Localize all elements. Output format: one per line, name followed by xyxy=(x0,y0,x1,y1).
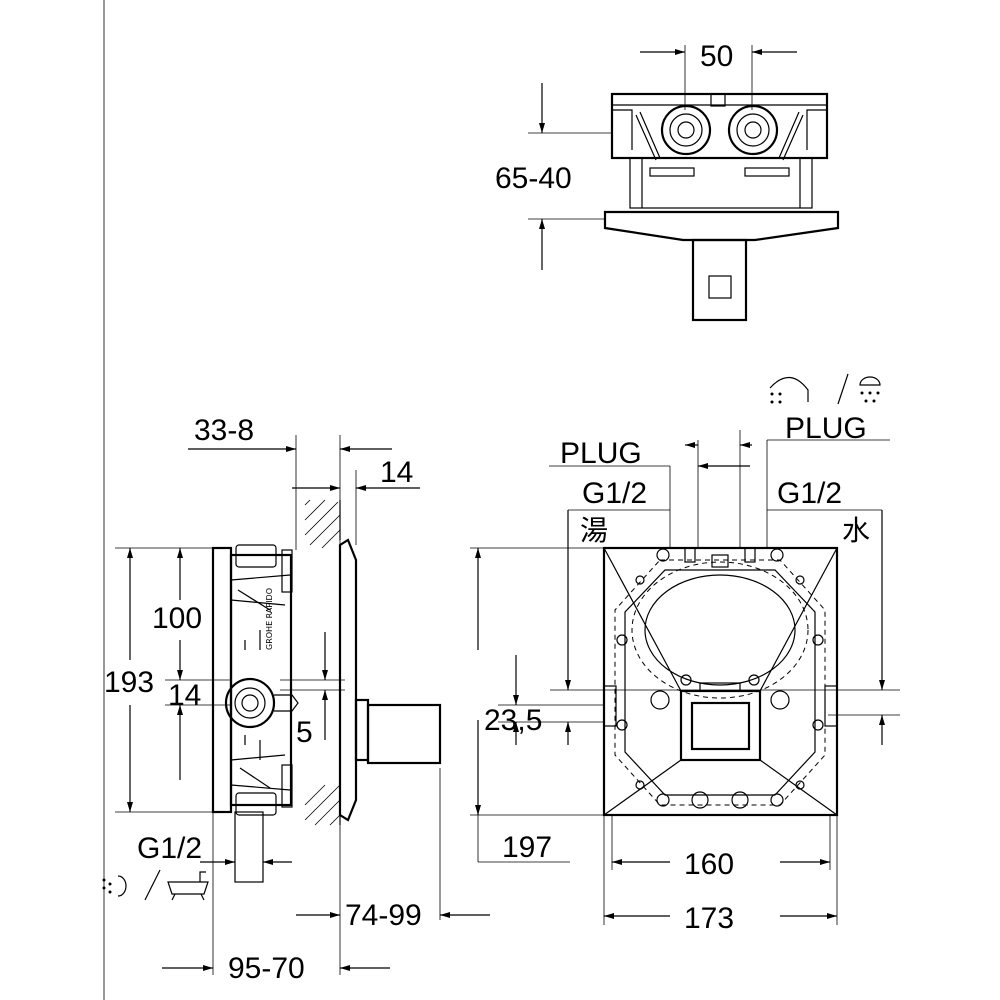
thread-left-label: G1/2 xyxy=(582,477,647,510)
top-width-label: 50 xyxy=(700,40,733,73)
top-depth-label: 65-40 xyxy=(495,162,572,195)
side-view: 33-8 14 193 100 14 5 xyxy=(102,414,490,985)
bathtub-icon xyxy=(167,871,209,901)
plug-left-label: PLUG xyxy=(560,437,642,470)
front-view: PLUG PLUG G1/2 G1/2 湯 水 23,5 xyxy=(470,373,900,935)
side-height-label: 193 xyxy=(104,666,154,699)
front-height-label: 197 xyxy=(502,831,552,864)
cold-water-label: 水 xyxy=(842,514,870,547)
outer-width-label: 173 xyxy=(684,902,734,935)
top-view: 50 65-40 xyxy=(495,40,840,322)
plug-right-label: PLUG xyxy=(785,412,867,445)
side-thread-label: G1/2 xyxy=(137,832,202,865)
overhead-shower-icon xyxy=(769,376,809,404)
hot-water-label: 湯 xyxy=(580,514,608,547)
side-plate-text: GROHE RAPIDO xyxy=(265,588,274,650)
center-offset-label: 23,5 xyxy=(484,704,542,737)
hand-shower-icon xyxy=(102,875,127,897)
side-small-offset-label: 5 xyxy=(296,716,313,749)
mounting-holes xyxy=(616,548,824,809)
thread-right-label: G1/2 xyxy=(777,477,842,510)
side-depth-back-label: 95-70 xyxy=(228,952,305,985)
side-upper-label: 100 xyxy=(152,602,202,635)
side-depth-out-label: 74-99 xyxy=(345,899,422,932)
side-center-offset-label: 14 xyxy=(168,679,201,712)
side-thickness-label: 14 xyxy=(380,456,413,489)
side-offset-label: 33-8 xyxy=(194,414,254,447)
inner-width-label: 160 xyxy=(684,848,734,881)
shower-head-icon xyxy=(859,376,881,403)
